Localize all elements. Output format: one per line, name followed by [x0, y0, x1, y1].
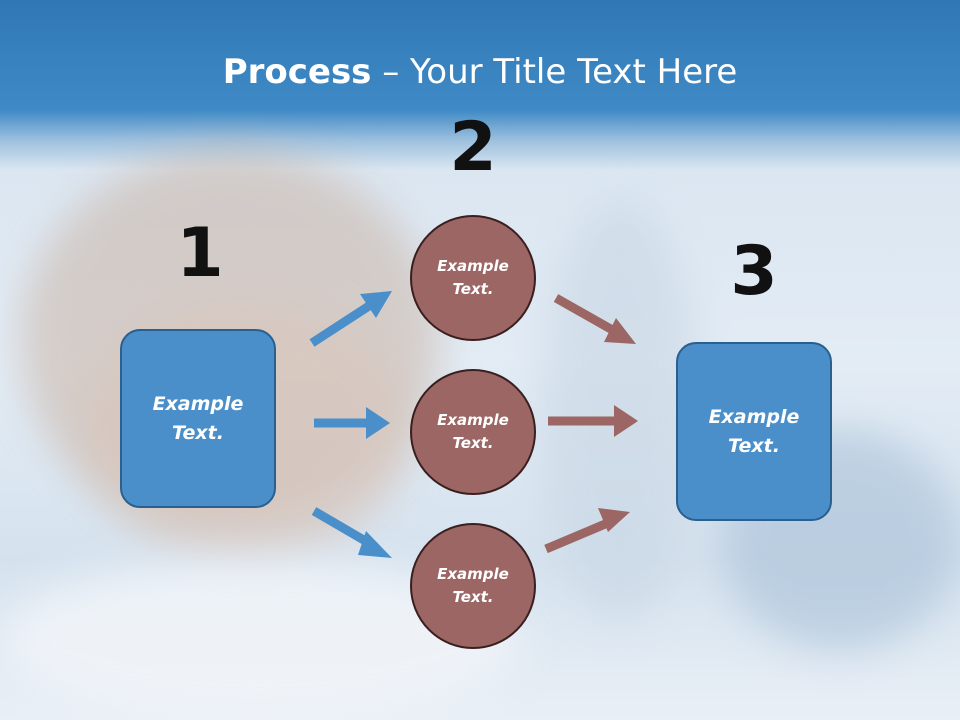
step2-circle-top: Example Text. — [410, 215, 536, 341]
step-number-1: 1 — [176, 214, 224, 293]
arrow-brown-up — [544, 508, 630, 554]
arrow-brown-right — [548, 405, 638, 437]
arrow-blue-up — [309, 291, 392, 347]
title-bold: Process — [222, 52, 372, 92]
title-rest: – Your Title Text Here — [371, 52, 738, 92]
step-number-2: 2 — [449, 108, 497, 187]
step3-box: Example Text. — [676, 342, 832, 521]
step2-circle-middle: Example Text. — [410, 369, 536, 495]
step-number-3: 3 — [730, 232, 778, 311]
arrow-blue-down — [311, 507, 392, 558]
arrow-blue-right — [314, 407, 390, 439]
slide-title: Process – Your Title Text Here — [0, 52, 960, 92]
arrow-brown-down — [553, 294, 636, 344]
step1-box: Example Text. — [120, 329, 276, 508]
step2-circle-bottom: Example Text. — [410, 523, 536, 649]
